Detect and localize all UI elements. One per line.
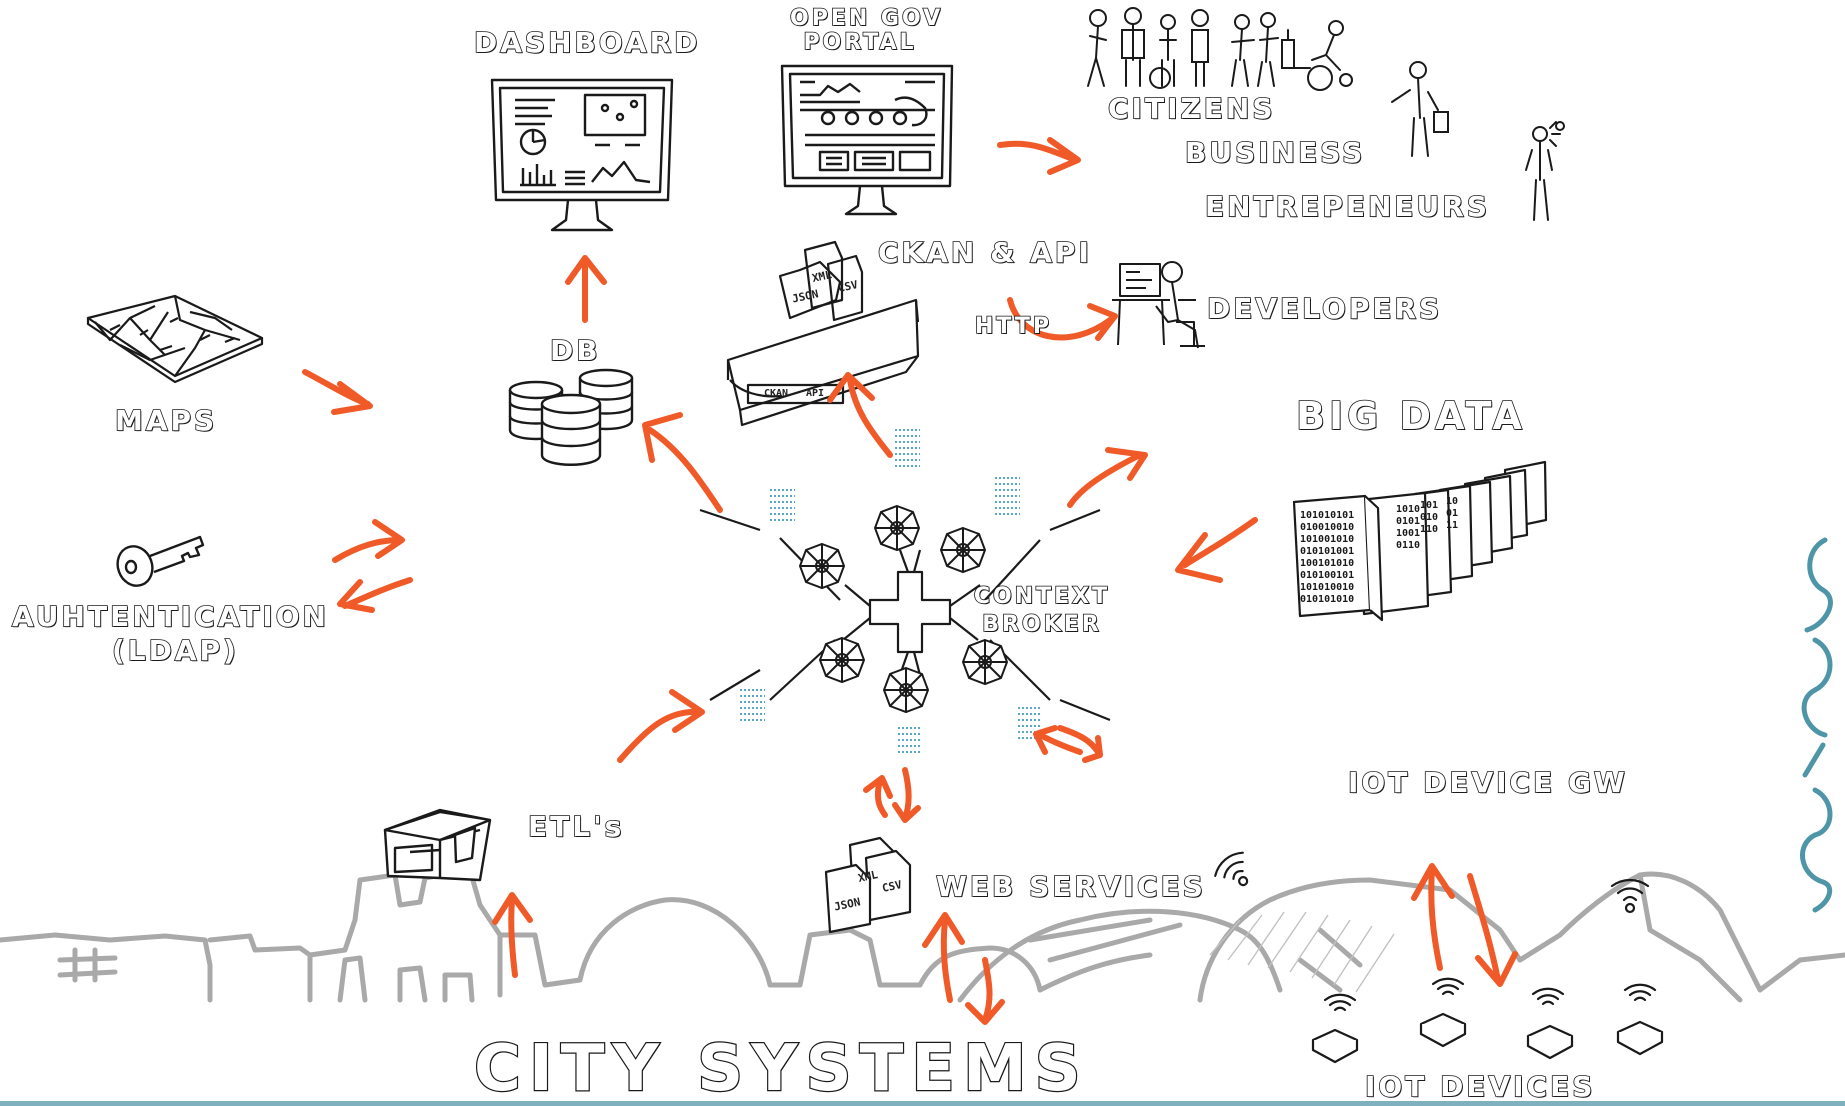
dashboard-label: DASHBOARD bbox=[473, 25, 701, 60]
entrepeneurs-label: ENTREPENEURS bbox=[1204, 189, 1491, 224]
context-broker-label-line2: BROKER bbox=[981, 611, 1102, 638]
svg-text:1010: 1010 bbox=[1396, 504, 1420, 515]
svg-text:010101001: 010101001 bbox=[1300, 546, 1354, 557]
map-illustration bbox=[86, 294, 264, 384]
svg-text:010100101: 010100101 bbox=[1300, 570, 1354, 581]
wifi-signal-icons bbox=[1214, 851, 1657, 1012]
artist-signature bbox=[1800, 537, 1833, 913]
svg-text:101: 101 bbox=[1420, 500, 1438, 511]
svg-text:101010101: 101010101 bbox=[1300, 510, 1354, 521]
svg-text:01: 01 bbox=[1446, 508, 1458, 519]
iot-devices-icons bbox=[1311, 1012, 1664, 1064]
maps-label: MAPS bbox=[114, 403, 218, 438]
web-services-label: WEB SERVICES bbox=[935, 869, 1206, 904]
city-skyline bbox=[0, 867, 1845, 1003]
svg-text:10: 10 bbox=[1446, 496, 1458, 507]
dashboard-monitor-icon bbox=[490, 78, 674, 232]
citizens-group-illustration bbox=[1087, 7, 1565, 221]
stadium-hatching bbox=[1209, 911, 1395, 993]
svg-text:1001: 1001 bbox=[1396, 528, 1420, 539]
business-label: BUSINESS bbox=[1184, 135, 1366, 170]
ckan-data-tray-icon bbox=[726, 240, 920, 427]
svg-text:100101010: 100101010 bbox=[1300, 558, 1354, 569]
context-broker-node-icons bbox=[798, 504, 1009, 714]
etls-label: ETL's bbox=[527, 809, 625, 844]
etl-box-icon bbox=[383, 808, 492, 882]
data-flow-arrows bbox=[302, 137, 1518, 1025]
city-systems-label: CITY SYSTEMS bbox=[473, 1031, 1089, 1106]
db-label: DB bbox=[549, 333, 601, 368]
iot-devices-label: IOT DEVICES bbox=[1364, 1069, 1596, 1104]
ckan-api-label: CKAN & API bbox=[877, 235, 1092, 270]
svg-text:110: 110 bbox=[1420, 524, 1438, 535]
context-broker-label-line1: CONTEXT bbox=[973, 583, 1111, 610]
open-gov-portal-label-line2: PORTAL bbox=[803, 29, 917, 56]
open-gov-portal-monitor-icon bbox=[780, 64, 954, 216]
svg-text:010101010: 010101010 bbox=[1300, 594, 1354, 605]
svg-text:101010010: 101010010 bbox=[1300, 582, 1354, 593]
database-icon bbox=[508, 368, 634, 466]
developer-at-computer-illustration bbox=[1112, 261, 1205, 349]
svg-text:010: 010 bbox=[1420, 512, 1438, 523]
http-label: HTTP bbox=[974, 313, 1053, 340]
tray-ckan-tag: CKAN bbox=[764, 388, 789, 399]
svg-text:010010010: 010010010 bbox=[1300, 522, 1354, 533]
iot-device-gw-label: IOT DEVICE GW bbox=[1347, 765, 1628, 800]
bottom-border-bar bbox=[0, 1101, 1845, 1106]
key-icon bbox=[116, 535, 205, 587]
citizens-label: CITIZENS bbox=[1107, 91, 1276, 126]
svg-text:11: 11 bbox=[1446, 520, 1458, 531]
big-data-label: BIG DATA bbox=[1295, 393, 1526, 439]
data-stream-ticks bbox=[740, 429, 1042, 753]
tray-api-tag: API bbox=[806, 388, 825, 399]
big-data-documents-illustration bbox=[1292, 460, 1548, 622]
svg-text:101001010: 101001010 bbox=[1300, 534, 1354, 545]
authentication-label-line1: AUHTENTICATION bbox=[11, 599, 329, 634]
svg-text:0101: 0101 bbox=[1396, 516, 1420, 527]
developers-label: DEVELOPERS bbox=[1206, 291, 1443, 326]
open-gov-portal-label-line1: OPEN GOV bbox=[789, 5, 944, 32]
svg-text:0110: 0110 bbox=[1396, 540, 1420, 551]
web-services-documents-icon bbox=[824, 836, 912, 934]
authentication-label-line2: (LDAP) bbox=[111, 633, 239, 668]
